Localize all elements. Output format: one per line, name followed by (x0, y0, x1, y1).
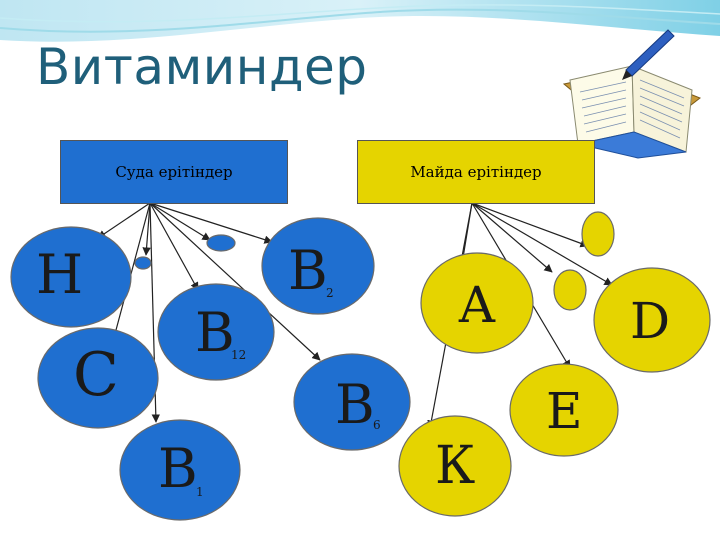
water-soluble-group-box: Суда ерітіндер (60, 140, 288, 204)
water-soluble-label: Суда ерітіндер (115, 163, 233, 181)
water-nodes (10, 217, 411, 521)
small-yellow-oval-mid (553, 269, 587, 311)
small-blue-oval (206, 234, 236, 252)
vitamin-b6-node (293, 353, 411, 451)
header-wave (0, 0, 720, 42)
vitamin-k-label: К (435, 436, 476, 496)
fat-soluble-group-box: Майда ерітіндер (357, 140, 595, 204)
vitamin-a-label: А (458, 276, 496, 334)
vitamin-b1-subscript: 1 (196, 485, 204, 499)
vitamin-b2-node (261, 217, 375, 315)
vitamin-b12-subscript: 12 (231, 348, 247, 362)
vitamin-a-node (420, 252, 534, 354)
vitamin-c-label: С (73, 340, 119, 410)
vitamin-h-label: H (36, 243, 84, 306)
vitamin-d-label: D (630, 292, 671, 350)
vitamin-b12-label: B (195, 301, 235, 364)
vitamin-b1-label: B (158, 437, 198, 500)
vitamin-b2-label: B (288, 239, 328, 302)
small-blue-dot (134, 256, 152, 270)
page-title: Витаминдер (36, 38, 368, 96)
fat-soluble-label: Майда ерітіндер (410, 163, 542, 181)
fat-nodes (398, 211, 711, 517)
book-with-pen-icon (562, 29, 701, 159)
header-wave-line (0, 8, 720, 33)
vitamin-e-node (509, 363, 619, 457)
vitamin-b6-subscript: 6 (373, 418, 381, 432)
vitamin-b1-node (119, 419, 241, 521)
vitamin-h-node (10, 226, 132, 328)
vitamin-d-node (593, 267, 711, 373)
vitamin-b6-label: B (335, 373, 375, 436)
vitamin-b2-subscript: 2 (326, 286, 334, 300)
small-yellow-oval-top (581, 211, 615, 257)
vitamin-k-node (398, 415, 512, 517)
vitamin-b12-node (157, 283, 275, 381)
vitamin-c-node (37, 327, 159, 429)
vitamin-e-label: E (546, 382, 583, 440)
